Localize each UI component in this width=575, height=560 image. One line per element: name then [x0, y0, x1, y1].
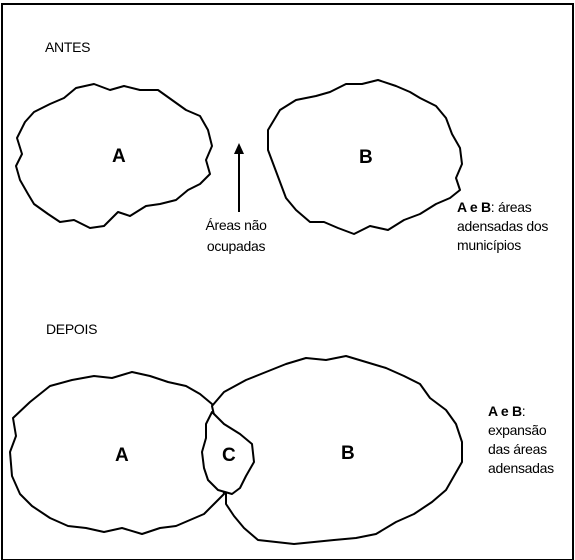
after-note-line3: das áreas — [488, 441, 547, 457]
region-b-before-label: B — [359, 147, 373, 168]
diagram-border — [1, 3, 574, 560]
before-note-line2: adensadas dos — [457, 218, 548, 234]
after-note-line4: adensadas — [488, 460, 554, 476]
region-a-before-label: A — [112, 146, 126, 167]
section-label-antes: ANTES — [45, 39, 90, 55]
unoccupied-area-arrow — [234, 143, 244, 212]
arrow-caption-line1: Áreas não — [205, 217, 267, 233]
region-c-label: C — [222, 445, 236, 466]
after-note-bold: A e B — [488, 403, 522, 419]
after-note-line2: expansão — [488, 422, 547, 438]
before-note-line1: A e B: áreas — [457, 199, 532, 215]
region-c-shape — [201, 411, 255, 495]
region-b-after-label: B — [341, 443, 355, 464]
after-note-line1: A e B: — [488, 403, 525, 419]
before-note-rest: : áreas — [491, 199, 532, 215]
region-a-before-shape — [15, 83, 213, 229]
arrow-caption-line2: ocupadas — [207, 238, 266, 254]
region-a-after-label: A — [115, 445, 129, 466]
after-note-rest: : — [522, 403, 526, 419]
section-label-depois: DEPOIS — [46, 321, 97, 337]
before-note-bold: A e B — [457, 199, 491, 215]
before-note-line3: municípios — [457, 237, 521, 253]
region-b-before-shape — [267, 79, 463, 235]
region-a-after-shape — [9, 371, 225, 535]
region-b-after-shape — [211, 355, 463, 545]
